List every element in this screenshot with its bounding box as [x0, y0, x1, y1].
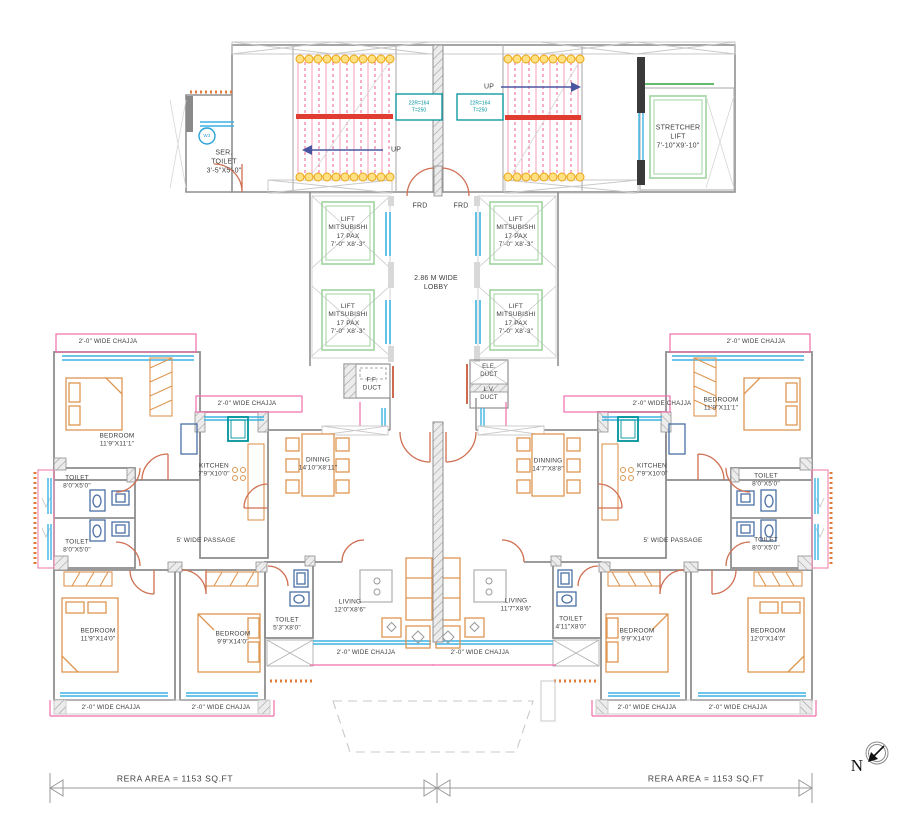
left-passage-label: 5' WIDE PASSAGE	[176, 536, 236, 544]
lobby-label: 2.86 M WIDE LOBBY	[414, 274, 458, 291]
chajja-label-10: 2'-0" WIDE CHAJJA	[708, 703, 768, 711]
stair-spec-1-label: 22R=164 T=250	[408, 100, 430, 114]
north-label: N	[850, 755, 864, 775]
kitchen-fittings	[180, 416, 265, 521]
lift-3	[489, 201, 543, 265]
left-unit	[33, 333, 434, 717]
frd-left-label: FRD	[412, 202, 428, 210]
ser-toilet-label: SER. TOILET 3'-5"X5'-0"	[206, 149, 242, 175]
left-bedroom2-label: BEDROOM 11'9"X14'0"	[80, 627, 116, 643]
footer-annotations	[49, 680, 889, 803]
bed-icon	[61, 377, 261, 673]
right-bedroom3-label: BEDROOM 12'0"X14'0"	[750, 627, 786, 643]
chajja-label-7: 2'-0" WIDE CHAJJA	[81, 703, 141, 711]
lv-duct-label: L.V. DUCT	[480, 387, 498, 401]
right-passage-label: 5' WIDE PASSAGE	[643, 536, 703, 544]
left-bedroom3-label: BEDROOM 9'9"X14'0"	[215, 630, 251, 646]
sofa-icons	[359, 557, 433, 649]
left-toilet3-label: TOILET 5'3"X8'0"	[273, 616, 301, 632]
ff-duct-label: F.F. DUCT	[362, 376, 382, 392]
left-kitchen-label: KITCHEN 7'9"X10'0"	[198, 462, 230, 478]
stretcher-lift-label: STRETCHER LIFT 7'-10"X9'-10"	[655, 124, 701, 150]
left-toilet-bottom-label: TOILET 8'0"X5'0"	[63, 538, 91, 554]
dining-table-icon	[285, 433, 350, 497]
right-kitchen-label: KITCHEN 7'9"X10'0"	[636, 462, 668, 478]
chajja-label-4: 2'-0" WIDE CHAJJA	[632, 399, 692, 407]
lift-4-label: LIFT MITSUBISHI 17 PAX 7'-0" X8'-3"	[496, 303, 536, 336]
lift-1	[321, 201, 375, 265]
up-arrow-left	[302, 145, 383, 155]
door-arcs	[115, 453, 365, 595]
chajja-label-6: 2'-0" WIDE CHAJJA	[450, 648, 510, 656]
right-dining-label: DINNING 14'7"X8'8"	[532, 457, 564, 473]
chajja-label-9: 2'-0" WIDE CHAJJA	[617, 703, 677, 711]
right-toilet-bottom-label: TOILET 8'0"X5'0"	[752, 536, 780, 552]
right-bedroom1-label: BEDROOM 11'9"X11'1"	[703, 396, 739, 412]
lift-1-label: LIFT MITSUBISHI 17 PAX 7'-0" X8'-3"	[328, 216, 368, 249]
rera-area-left-label: RERA AREA = 1153 SQ.FT	[116, 773, 234, 784]
left-dining-label: DINING 14'10"X8'11"	[298, 456, 338, 472]
stair-spec-2-label: 22R=164 T=250	[469, 100, 491, 114]
north-compass-icon	[865, 741, 889, 765]
ele-lv-duct-box	[469, 359, 509, 409]
chajja-label-5: 2'-0" WIDE CHAJJA	[336, 648, 396, 656]
left-toilet-top-label: TOILET 8'0"X5'0"	[63, 474, 91, 490]
chajja-label-8: 2'-0" WIDE CHAJJA	[191, 703, 251, 711]
stair-right	[501, 54, 585, 182]
door-arc	[213, 163, 243, 193]
up-left-label: UP	[390, 146, 402, 154]
lift-core	[309, 192, 559, 432]
stair-left	[295, 54, 395, 182]
rera-area-right-label: RERA AREA = 1153 SQ.FT	[647, 773, 765, 784]
center-spine	[399, 421, 477, 643]
toilet-fixtures	[89, 489, 310, 607]
left-living-label: LIVING 12'0"X8'6"	[334, 598, 366, 614]
chajja-label-2: 2'-0" WIDE CHAJJA	[217, 399, 277, 407]
left-bedroom1-label: BEDROOM 11'9"X11'1"	[99, 432, 135, 448]
room-toilet3	[264, 561, 314, 639]
frd-doors	[406, 165, 470, 197]
chajja-label-3: 2'-0" WIDE CHAJJA	[726, 337, 786, 345]
ele-duct-label: ELE. DUCT	[480, 364, 498, 378]
lift-2-label: LIFT MITSUBISHI 17 PAX 7'-0" X8'-3"	[328, 303, 368, 336]
lift-3-label: LIFT MITSUBISHI 17 PAX 7'-0" X8'-3"	[496, 216, 536, 249]
service-toilet	[169, 90, 243, 193]
w3-fan-icon	[198, 127, 216, 145]
right-living-label: LIVING 11'7"X8'6"	[500, 597, 532, 613]
chajja-label-1: 2'-0" WIDE CHAJJA	[78, 337, 138, 345]
right-toilet3-label: TOILET 4'11"X8'0"	[555, 615, 587, 631]
dimension-line	[49, 773, 813, 803]
stair-spec-boxes	[395, 93, 504, 121]
up-right-label: UP	[483, 83, 495, 91]
w3-label: W3	[203, 133, 211, 139]
lift-4	[489, 289, 543, 351]
stretcher-lift	[637, 57, 735, 191]
ff-duct-box	[343, 363, 391, 399]
stair-landing-left	[296, 114, 393, 119]
right-toilet-top-label: TOILET 8'0"X5'0"	[752, 472, 780, 488]
stair-landing-right	[505, 115, 581, 120]
frd-right-label: FRD	[453, 202, 469, 210]
up-arrow-right	[501, 82, 581, 92]
lift-2	[321, 289, 375, 351]
right-bedroom2-label: BEDROOM 9'9"X14'0"	[619, 627, 655, 643]
